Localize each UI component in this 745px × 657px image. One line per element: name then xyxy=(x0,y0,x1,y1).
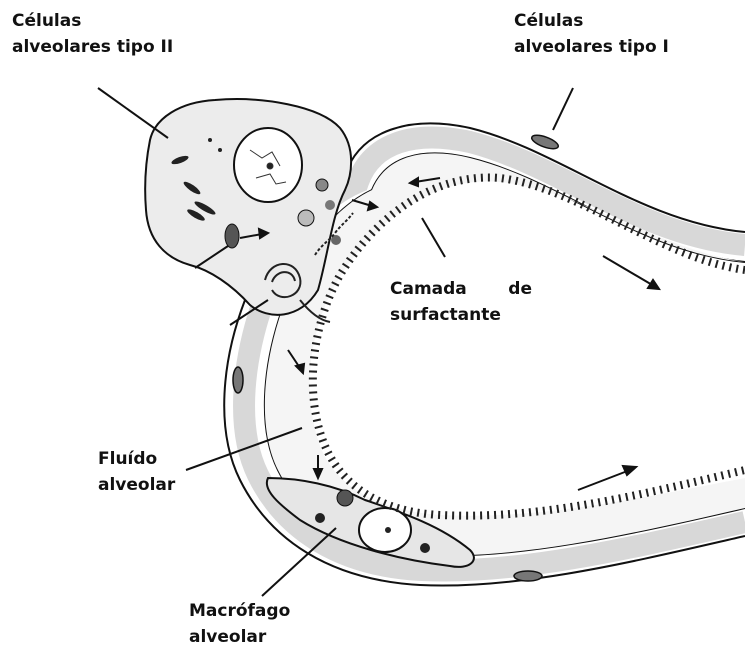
leader-surfactant xyxy=(422,218,445,257)
label-surfactant-word1: Camada xyxy=(390,276,467,302)
label-surfactant-word2: de xyxy=(508,276,532,302)
label-surfactant-line2: surfactante xyxy=(390,302,532,328)
label-type2-cells: Células alveolares tipo II xyxy=(12,8,173,60)
type2-cell xyxy=(145,99,351,315)
label-type1-cells: Células alveolares tipo I xyxy=(514,8,669,60)
label-type2-line1: Células xyxy=(12,8,173,34)
label-macrophage-line1: Macrófago xyxy=(189,598,290,624)
label-fluid-line1: Fluído xyxy=(98,446,175,472)
type1-nucleus-top xyxy=(530,133,560,152)
label-macrophage-line2: alveolar xyxy=(189,624,290,650)
label-alveolar-fluid: Fluído alveolar xyxy=(98,446,175,498)
label-alveolar-macrophage: Macrófago alveolar xyxy=(189,598,290,650)
label-fluid-line2: alveolar xyxy=(98,472,175,498)
label-type1-line1: Células xyxy=(514,8,669,34)
label-type2-line2: alveolares tipo II xyxy=(12,34,173,60)
label-type1-line2: alveolares tipo I xyxy=(514,34,669,60)
label-surfactant-line1: Camada de xyxy=(390,276,532,302)
type1-nucleus-bottom xyxy=(514,571,542,581)
leader-type1 xyxy=(553,88,573,130)
leader-type2 xyxy=(98,88,168,138)
type1-nucleus-left xyxy=(233,367,243,393)
label-surfactant-layer: Camada de surfactante xyxy=(390,276,532,328)
